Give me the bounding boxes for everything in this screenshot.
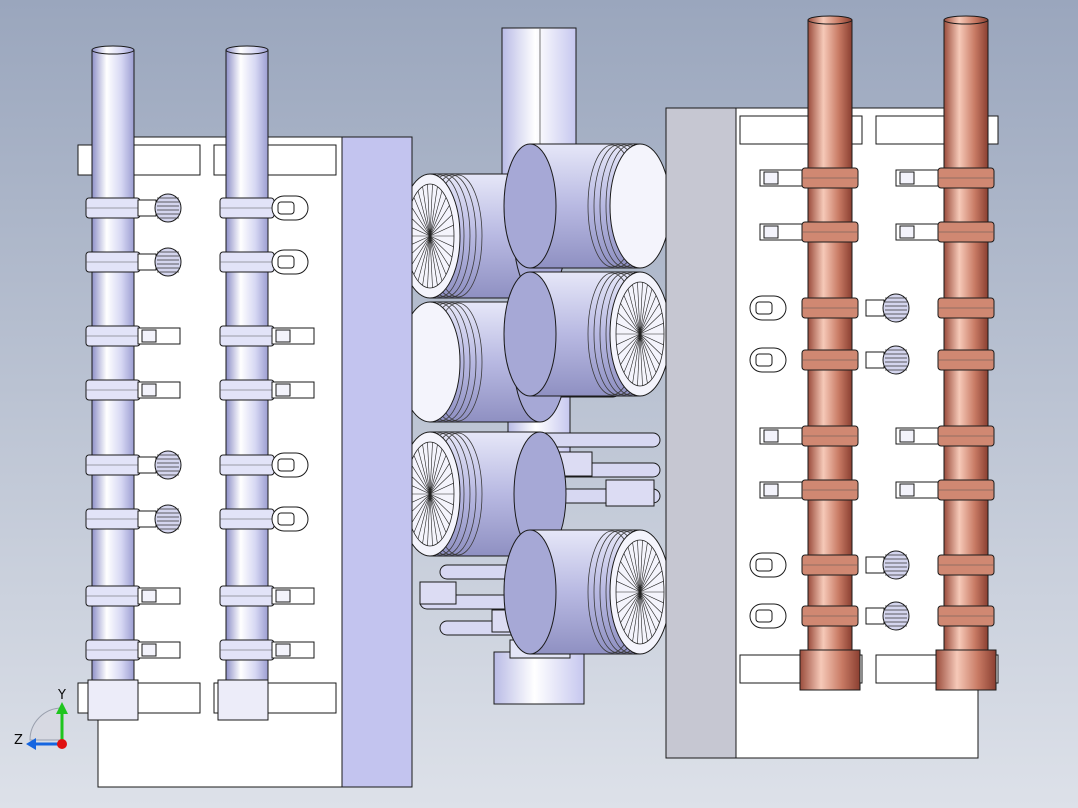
valve-spring bbox=[154, 193, 182, 223]
valve-follower bbox=[137, 504, 182, 534]
cam-collar bbox=[87, 679, 139, 721]
head-tab bbox=[129, 144, 201, 176]
head-tab bbox=[739, 115, 811, 145]
valve-spring bbox=[154, 247, 182, 277]
valve-follower bbox=[895, 223, 939, 241]
valve-follower bbox=[271, 587, 315, 605]
valve-spring bbox=[154, 504, 182, 534]
valve-follower bbox=[137, 641, 181, 659]
center-crank-assembly[interactable] bbox=[399, 27, 671, 705]
valve-follower bbox=[271, 195, 309, 221]
valve-spring bbox=[882, 293, 910, 323]
valve-follower bbox=[759, 481, 803, 499]
valve-follower bbox=[759, 223, 803, 241]
valve-spring bbox=[154, 450, 182, 480]
valve-follower bbox=[137, 381, 181, 399]
pistons bbox=[399, 143, 671, 655]
valve-follower bbox=[865, 601, 910, 631]
valve-follower bbox=[895, 427, 939, 445]
valve-follower bbox=[865, 550, 910, 580]
valve-follower bbox=[271, 506, 309, 532]
cam-collar bbox=[799, 649, 861, 691]
valve-follower bbox=[749, 295, 787, 321]
piston bbox=[503, 143, 671, 269]
head-tab bbox=[875, 654, 947, 684]
valve-follower bbox=[749, 603, 787, 629]
valve-follower bbox=[271, 641, 315, 659]
valve-follower bbox=[137, 450, 182, 480]
valve-follower bbox=[137, 327, 181, 345]
valve-follower bbox=[137, 587, 181, 605]
right-camshaft-2 bbox=[937, 15, 995, 689]
valve-follower bbox=[895, 169, 939, 187]
head-tab bbox=[129, 682, 201, 714]
valve-follower bbox=[271, 249, 309, 275]
valve-follower bbox=[895, 481, 939, 499]
valve-follower bbox=[865, 345, 910, 375]
head-tab bbox=[265, 144, 337, 176]
valve-follower bbox=[759, 427, 803, 445]
valve-follower bbox=[271, 327, 315, 345]
valve-follower bbox=[271, 452, 309, 478]
valve-follower bbox=[749, 552, 787, 578]
orientation-triad: Y Z bbox=[14, 688, 68, 750]
valve-follower bbox=[749, 347, 787, 373]
piston bbox=[503, 529, 671, 655]
right-cylinder-head[interactable] bbox=[665, 15, 999, 759]
y-axis-label: Y bbox=[57, 688, 66, 703]
cam-collar bbox=[217, 679, 269, 721]
left-camshaft-1 bbox=[85, 45, 141, 721]
right-head-side bbox=[665, 107, 737, 759]
valve-follower bbox=[759, 169, 803, 187]
valve-spring bbox=[882, 601, 910, 631]
valve-follower bbox=[271, 381, 315, 399]
left-cylinder-head[interactable] bbox=[77, 45, 413, 788]
valve-follower bbox=[865, 293, 910, 323]
head-tab bbox=[875, 115, 947, 145]
rod-cap bbox=[419, 581, 457, 605]
rod-cap bbox=[605, 479, 655, 507]
head-tab bbox=[265, 682, 337, 714]
cam-collar bbox=[935, 649, 997, 691]
head-tab bbox=[739, 654, 811, 684]
z-axis-label: Z bbox=[14, 733, 23, 748]
left-camshaft-2 bbox=[219, 45, 275, 721]
origin-marker bbox=[57, 739, 67, 749]
valve-follower bbox=[137, 193, 182, 223]
valve-spring bbox=[882, 345, 910, 375]
piston bbox=[399, 431, 567, 557]
right-camshaft-1 bbox=[801, 15, 859, 689]
valve-follower bbox=[137, 247, 182, 277]
piston bbox=[503, 271, 671, 397]
left-head-side bbox=[341, 136, 413, 788]
valve-spring bbox=[882, 550, 910, 580]
center-bottom-boss bbox=[493, 651, 585, 705]
